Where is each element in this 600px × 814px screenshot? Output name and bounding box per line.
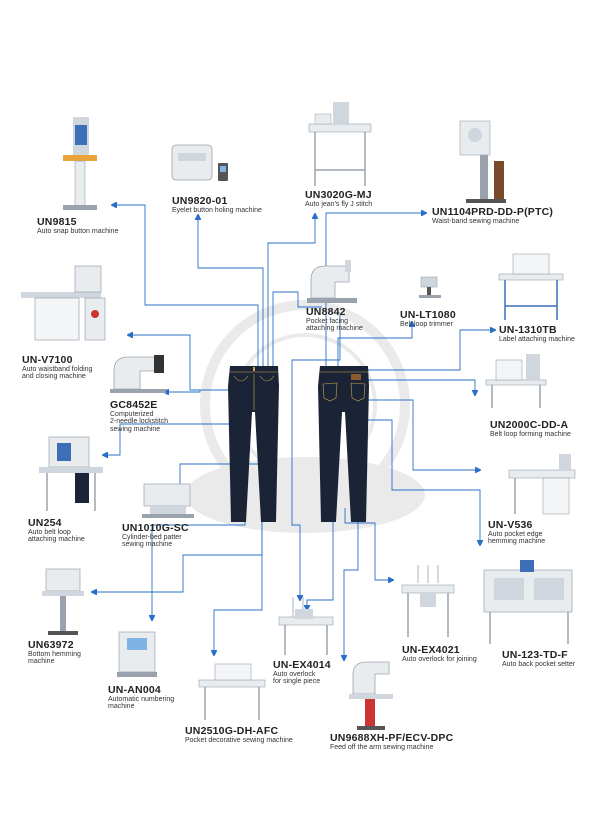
unv7100-machine-image	[21, 265, 106, 341]
un2510g-machine-image	[198, 663, 266, 720]
un1104-machine-image	[459, 120, 506, 203]
un123td-machine-image	[483, 560, 573, 644]
un1010g-machine-image	[142, 483, 194, 518]
unlt1080-machine-image	[419, 276, 441, 298]
un3020g-machine-image	[308, 102, 372, 186]
un1310tb-machine-image	[498, 253, 564, 320]
jeans-front-view	[228, 366, 279, 522]
un8842-machine-image	[307, 260, 357, 303]
un254-machine-image	[39, 436, 103, 511]
un63972-machine-image	[42, 568, 84, 635]
unex4014-machine-image	[278, 597, 334, 655]
un9688-machine-image	[349, 661, 393, 730]
jeans-back-view	[318, 366, 369, 522]
un2000c-machine-image	[485, 354, 547, 408]
un9815-machine-image	[63, 117, 97, 210]
unv536-machine-image	[508, 454, 576, 515]
label-un1104: UN1104PRD-DD-P(PTC)Waist-band sewing mac…	[432, 206, 554, 226]
gc8452e-machine-image	[110, 355, 166, 393]
unex4021-machine-image	[401, 565, 455, 637]
un9820-machine-image	[171, 144, 228, 181]
unan004-machine-image	[117, 631, 157, 677]
